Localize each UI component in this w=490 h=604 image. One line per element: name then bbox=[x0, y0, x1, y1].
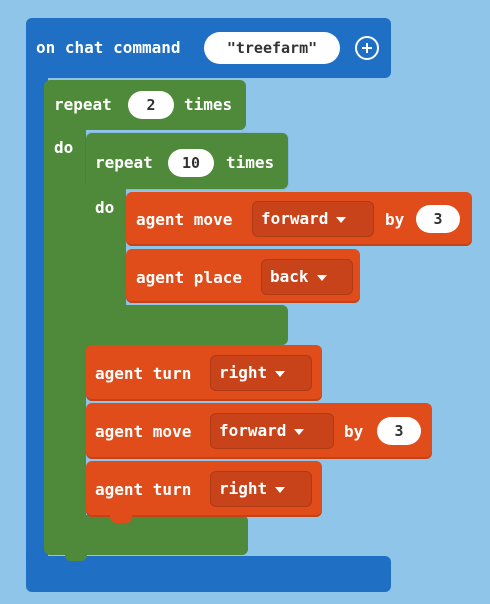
inner-repeat-count-input[interactable]: 10 bbox=[168, 149, 214, 177]
agent-turn-label: agent turn bbox=[95, 364, 192, 383]
move-direction-dropdown-value: forward bbox=[219, 421, 287, 440]
inner-repeat-footer bbox=[86, 305, 288, 345]
move-direction-dropdown[interactable]: forward bbox=[210, 413, 334, 449]
on-chat-command-arm bbox=[26, 70, 48, 570]
distance-input[interactable]: 3 bbox=[416, 205, 460, 233]
turn-direction-dropdown-value: right bbox=[219, 479, 268, 498]
direction-dropdown[interactable]: forward bbox=[252, 201, 374, 237]
distance-input[interactable]: 3 bbox=[377, 417, 421, 445]
agent-place-label: agent place bbox=[136, 268, 242, 287]
inner-repeat-label: repeat bbox=[95, 153, 153, 172]
outer-times-label: times bbox=[184, 95, 233, 114]
outer-repeat-label: repeat bbox=[54, 95, 112, 114]
inner-times-label: times bbox=[226, 153, 275, 172]
block-notch bbox=[110, 515, 132, 523]
outer-do-label: do bbox=[54, 138, 74, 157]
command-name-input[interactable]: "treefarm" bbox=[204, 32, 340, 64]
chevron-down-icon bbox=[294, 428, 305, 435]
turn-direction-dropdown-value: right bbox=[219, 363, 268, 382]
chevron-down-icon bbox=[316, 274, 327, 281]
place-direction-dropdown[interactable]: back bbox=[261, 259, 353, 295]
outer-repeat-arm bbox=[44, 125, 86, 545]
inner-do-label: do bbox=[95, 198, 115, 217]
agent-turn-label: agent turn bbox=[95, 480, 192, 499]
turn-direction-dropdown[interactable]: right bbox=[210, 355, 312, 391]
by-label: by bbox=[385, 210, 405, 229]
place-direction-dropdown-value: back bbox=[270, 267, 309, 286]
agent-move-label: agent move bbox=[95, 422, 192, 441]
on-chat-command-footer bbox=[26, 556, 391, 592]
outer-repeat-count-input[interactable]: 2 bbox=[128, 91, 174, 119]
chevron-down-icon bbox=[275, 486, 286, 493]
block-notch bbox=[65, 553, 87, 561]
chevron-down-icon bbox=[336, 216, 347, 223]
agent-move-label: agent move bbox=[136, 210, 233, 229]
on-chat-command-label: on chat command bbox=[36, 38, 181, 57]
plus-circle-icon[interactable] bbox=[355, 36, 379, 60]
turn-direction-dropdown[interactable]: right bbox=[210, 471, 312, 507]
direction-dropdown-value: forward bbox=[261, 209, 329, 228]
chevron-down-icon bbox=[275, 370, 286, 377]
outer-repeat-footer bbox=[44, 515, 248, 555]
by-label: by bbox=[344, 422, 364, 441]
